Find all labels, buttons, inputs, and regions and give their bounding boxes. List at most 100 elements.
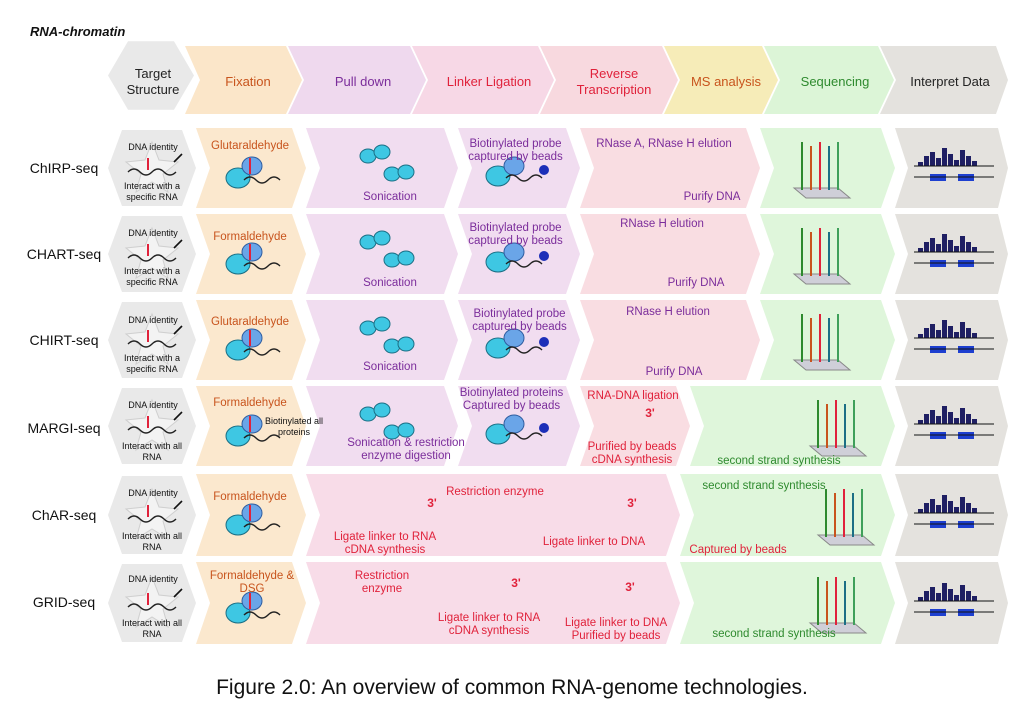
row-char-captured: Captured by beads: [689, 544, 787, 556]
row-chirt-bead-icon: [539, 337, 549, 347]
header-target: Target Structure: [126, 66, 180, 97]
row-chirt-peak-3-icon: [936, 330, 941, 338]
row-char-peak-4-icon: [942, 495, 947, 513]
row-chirt-peak-1-icon: [924, 328, 929, 338]
row-chirp-seq-plate-icon: [792, 187, 852, 199]
row-char-peak-2-icon: [930, 499, 935, 513]
row-char-peak-1-icon: [924, 503, 929, 513]
row-chart-peak-0-icon: [918, 248, 923, 252]
row-char-peak-8-icon: [966, 503, 971, 513]
row-margi-target-bottom: Interact with all RNA: [121, 441, 183, 462]
row-char-ligate-rna: Ligate linker to RNA cDNA synthesis: [333, 531, 437, 556]
row-chart-fixation: Formaldehyde: [213, 231, 287, 243]
row-chirp-band-1: [306, 128, 458, 208]
row-chart-pulldown: Sonication: [363, 277, 417, 289]
row-chart-peak-6-icon: [954, 246, 959, 252]
row-chart-star-icon: [124, 226, 180, 280]
row-chart-peak-5-icon: [948, 240, 953, 252]
row-chart-peak-3-icon: [936, 244, 941, 252]
row-label-char: ChAR-seq: [31, 507, 97, 523]
header-linker: Linker Ligation: [446, 74, 532, 89]
row-chirp-peak-1-icon: [924, 156, 929, 166]
row-grid-restriction: Restriction enzyme: [354, 570, 410, 595]
row-chart-band-1: [306, 214, 458, 294]
row-char-target-arrow-icon: [173, 500, 183, 510]
row-margi-peak-4-icon: [942, 406, 947, 424]
row-grid-peak-1-icon: [924, 591, 929, 601]
row-chirt-interpret-band: [895, 300, 1008, 380]
row-chirp-peak-0-icon: [918, 162, 923, 166]
row-chirp-peak-3-icon: [936, 158, 941, 166]
row-chirt-peak-5-icon: [948, 326, 953, 338]
row-margi-ligation: RNA-DNA ligation: [587, 390, 679, 402]
row-grid-seq: second strand synthesis: [712, 628, 836, 640]
row-grid-peak-8-icon: [966, 591, 971, 601]
row-margi-target-top: DNA identity: [128, 400, 178, 410]
row-char-seq: second strand synthesis: [702, 480, 826, 492]
row-chirt-fix-protein-icon: [241, 328, 263, 348]
row-chirp-target-arrow-icon: [173, 153, 183, 163]
row-margi-peak-0-icon: [918, 420, 923, 424]
row-chirt-frag-2-icon: [383, 338, 401, 354]
row-label-chart: CHART-seq: [26, 246, 102, 262]
row-margi-fixation-note: Biotinylated all proteins: [264, 416, 324, 437]
row-margi-seq-plate-icon: [808, 445, 868, 457]
row-grid-peak-9-icon: [972, 596, 977, 601]
row-char-interpret-band: [895, 474, 1008, 556]
row-margi-fix-nucleosome-icon: [225, 425, 251, 447]
row-chirp-pulldown: Sonication: [363, 191, 417, 203]
row-chirt-peak-8-icon: [966, 328, 971, 338]
row-chirt-target-dna-icon: [127, 340, 177, 348]
row-chirt-band-1: [306, 300, 458, 380]
row-margi-probe: Biotinylated proteins Captured by beads: [459, 387, 564, 412]
row-margi-target-arrow-icon: [173, 411, 183, 421]
row-chart-bead-icon: [539, 251, 549, 261]
row-margi-frag-3-icon: [397, 422, 415, 438]
section-title: RNA-chromatin: [30, 24, 126, 39]
row-chirt-peak-6-icon: [954, 332, 959, 338]
row-margi-peak-9-icon: [972, 419, 977, 424]
row-chart-seq-plate-icon: [792, 273, 852, 285]
row-chirt-peak-4-icon: [942, 320, 947, 338]
header-target-shape: [108, 41, 194, 110]
row-char-peak-7-icon: [960, 497, 965, 513]
header-fixation-shape: [185, 46, 302, 114]
row-grid-target-dna-icon: [127, 603, 177, 611]
row-grid-peak-3-icon: [936, 593, 941, 601]
row-margi-star-icon: [124, 398, 180, 452]
row-margi-three-prime: 3': [645, 406, 655, 420]
row-grid-fixation: Formaldehyde & DSG: [209, 570, 295, 595]
row-chart-fix-nucleosome-icon: [225, 253, 251, 275]
row-grid-peak-2-icon: [930, 587, 935, 601]
row-label-grid: GRID-seq: [32, 594, 96, 610]
header-interpret-shape: [880, 46, 1008, 114]
row-char-fix-dna-icon: [243, 523, 281, 531]
row-chirp-probe: Biotinylated probe captured by beads: [468, 138, 563, 163]
row-char-restriction: Restriction enzyme: [446, 486, 544, 498]
row-chart-target-top: DNA identity: [128, 228, 178, 238]
row-margi-probe-dna-icon: [505, 432, 543, 440]
row-chart-frag-2-icon: [383, 252, 401, 268]
row-chart-fix-dna-icon: [243, 262, 281, 270]
row-chirt-seq-plate-icon: [792, 359, 852, 371]
row-char-seq-plate-icon: [816, 534, 876, 546]
row-chirp-frag-1-icon: [373, 144, 391, 160]
row-chart-peak-4-icon: [942, 234, 947, 252]
row-grid-fix-nucleosome-icon: [225, 602, 251, 624]
row-chirp-fix-protein-icon: [241, 156, 263, 176]
row-margi-peak-7-icon: [960, 408, 965, 424]
row-margi-fix-protein-icon: [241, 414, 263, 434]
row-label-chirp: ChIRP-seq: [29, 160, 99, 176]
row-chirt-peak-9-icon: [972, 333, 977, 338]
row-chirt-target-bottom: Interact with a specific RNA: [123, 353, 181, 374]
row-chart-target-arrow-icon: [173, 239, 183, 249]
row-chart-frag-1-icon: [373, 230, 391, 246]
row-chirt-probe-dna-icon: [505, 346, 543, 354]
row-chirt-fixation: Glutaraldehyde: [211, 316, 289, 328]
row-grid-target-top: DNA identity: [128, 574, 178, 584]
row-margi-band-1: [306, 386, 458, 466]
row-chirp-peak-7-icon: [960, 150, 965, 166]
row-char-three-prime-1: 3': [427, 496, 437, 510]
row-chart-elution: RNase H elution: [620, 218, 704, 230]
header-chevrons: [108, 41, 1008, 114]
